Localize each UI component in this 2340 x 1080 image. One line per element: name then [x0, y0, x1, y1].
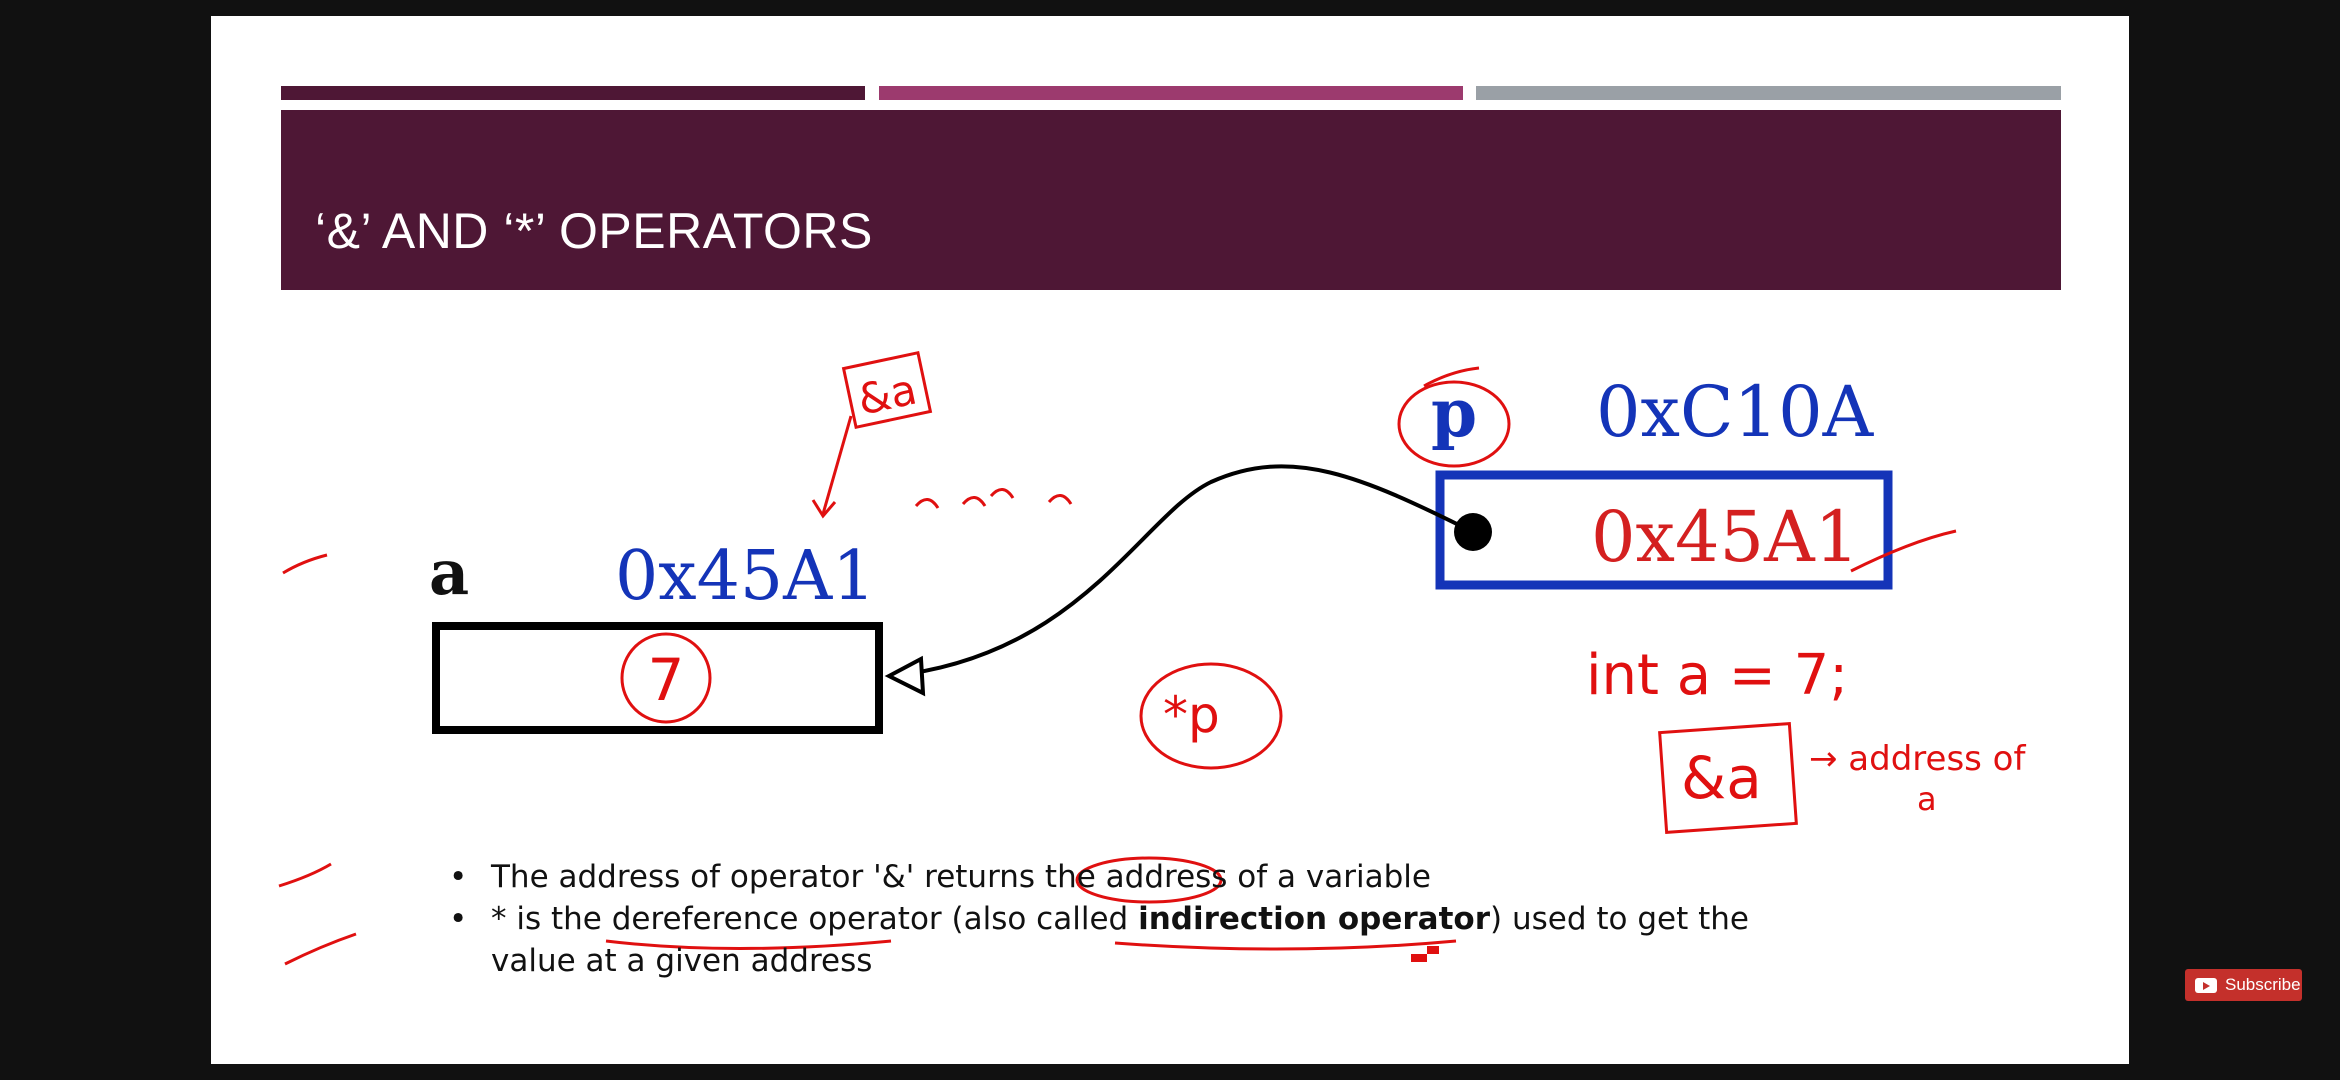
subscribe-button[interactable]: Subscribe — [2185, 969, 2302, 1001]
ptr-label: p — [1431, 374, 1477, 452]
subscribe-label: Subscribe — [2225, 975, 2301, 994]
address-of-note-var: a — [1917, 780, 1937, 818]
var-address: 0x45A1 — [615, 537, 876, 616]
deref-circle — [1139, 662, 1283, 770]
youtube-icon — [2195, 977, 2217, 993]
accent-bar-3 — [1476, 86, 2061, 100]
pen-ellipse-address — [1075, 856, 1223, 904]
addr-box — [1658, 721, 1798, 835]
pen-tick-a — [282, 553, 328, 575]
slide: ‘&’ AND ‘*’ OPERATORS a 0x45A1 7 p 0xC10… — [211, 16, 2129, 1064]
deref-text: *p — [1163, 686, 1220, 744]
addr-of-a-text: &a — [853, 365, 920, 425]
pen-stroke — [1423, 366, 1480, 388]
ptr-address: 0xC10A — [1596, 371, 1875, 453]
pen-underline-1 — [605, 939, 892, 950]
ptr-label-circle — [1397, 380, 1511, 468]
accent-bar-1 — [281, 86, 865, 100]
pointer-arrowhead — [884, 655, 926, 697]
pen-arrow — [821, 415, 853, 515]
var-value: 7 — [648, 646, 685, 714]
pointer-arrow — [890, 464, 1474, 678]
slide-title: ‘&’ AND ‘*’ OPERATORS — [315, 203, 873, 259]
address-of-note: → address of — [1809, 739, 2026, 779]
addr-box-text: &a — [1681, 744, 1762, 812]
var-memory-box — [432, 622, 883, 734]
pen-cursor-icon — [1411, 946, 1439, 962]
ptr-memory-box — [1435, 470, 1893, 590]
bullet-list: •The address of operator '&' returns the… — [449, 856, 1841, 982]
declaration-text: int a = 7; — [1586, 643, 1848, 708]
title-band — [281, 110, 2061, 290]
accent-bar-2 — [879, 86, 1463, 100]
pen-bullet-ticks — [278, 862, 357, 966]
value-circle — [620, 632, 712, 724]
addr-of-a-box — [841, 350, 933, 430]
pen-checkmark — [1850, 529, 1957, 573]
pen-squiggle — [914, 488, 1073, 509]
ptr-value: 0x45A1 — [1591, 496, 1859, 578]
diagram: a 0x45A1 7 p 0xC10A 0x45A1 &a *p int a =… — [278, 350, 2026, 966]
bullet-2: •* is the dereference operator (also cal… — [449, 901, 1749, 979]
bullet-1: •The address of operator '&' returns the… — [449, 859, 1431, 895]
var-label: a — [429, 536, 469, 609]
pen-underline-2 — [1114, 939, 1457, 951]
pen-arrowhead — [811, 499, 837, 519]
